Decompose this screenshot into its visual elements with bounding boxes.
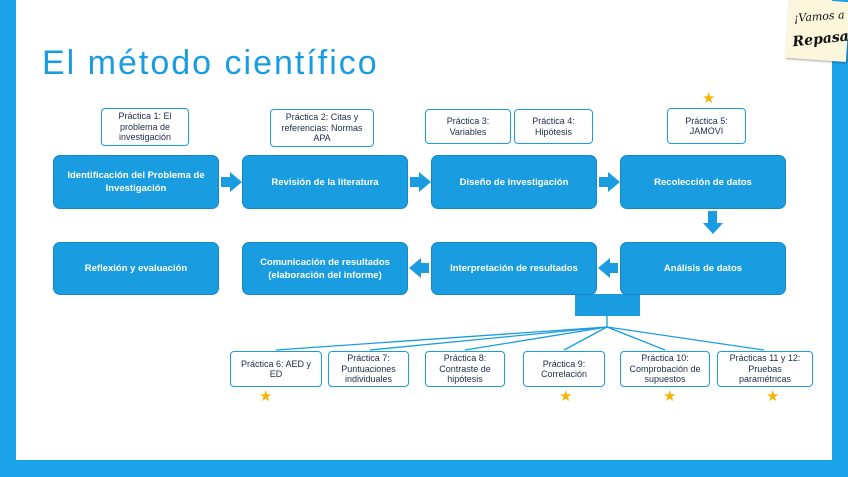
- arrow-right-3: [599, 172, 620, 192]
- star-icon-p11: ★: [766, 388, 780, 405]
- star-icon-p10: ★: [663, 388, 677, 405]
- practice-11-box[interactable]: Prácticas 11 y 12: Pruebas paramétricas: [717, 351, 813, 387]
- step-identificacion[interactable]: Identificación del Problema de Investiga…: [53, 155, 219, 209]
- practice-1-box[interactable]: Práctica 1: El problema de investigación: [101, 108, 189, 146]
- step-diseno[interactable]: Diseño de investigación: [431, 155, 597, 209]
- step-revision[interactable]: Revisión de la literatura: [242, 155, 408, 209]
- step-recoleccion[interactable]: Recolección de datos: [620, 155, 786, 209]
- link-p10: [606, 326, 666, 351]
- practice-3-box[interactable]: Práctica 3: Variables: [425, 109, 511, 144]
- step-reflexion[interactable]: Reflexión y evaluación: [53, 242, 219, 295]
- step-interpretacion[interactable]: Interpretación de resultados: [431, 242, 597, 295]
- practice-2-box[interactable]: Práctica 2: Citas y referencias: Normas …: [270, 109, 374, 147]
- page-title: El método científico: [42, 44, 379, 82]
- link-p11: [606, 326, 765, 351]
- star-icon-p5: ★: [702, 90, 716, 107]
- practice-4-box[interactable]: Práctica 4: Hipótesis: [514, 109, 593, 144]
- practice-8-box[interactable]: Práctica 8: Contraste de hipótesis: [425, 351, 505, 387]
- step-analisis[interactable]: Análisis de datos: [620, 242, 786, 295]
- arrow-right-1: [221, 172, 242, 192]
- star-icon-p6: ★: [259, 388, 273, 405]
- step-comunicacion[interactable]: Comunicación de resultados (elaboración …: [242, 242, 408, 295]
- arrow-left-2: [409, 258, 429, 278]
- link-p7: [369, 326, 608, 351]
- arrow-down: [703, 211, 723, 234]
- practice-10-box[interactable]: Práctica 10: Comprobación de supuestos: [620, 351, 710, 387]
- practice-9-box[interactable]: Práctica 9: Correlación: [523, 351, 605, 387]
- practice-6-box[interactable]: Práctica 6: AED y ED: [230, 351, 322, 387]
- arrow-right-2: [410, 172, 431, 192]
- practice-5-box[interactable]: Práctica 5: JAMOVI: [667, 108, 746, 144]
- practice-7-box[interactable]: Práctica 7: Puntuaciones individuales: [328, 351, 409, 387]
- star-icon-p9: ★: [559, 388, 573, 405]
- link-p8: [464, 326, 608, 351]
- link-p9: [563, 326, 608, 351]
- analysis-hub: [575, 294, 640, 316]
- link-p6: [275, 326, 608, 351]
- arrow-left-1: [598, 258, 618, 278]
